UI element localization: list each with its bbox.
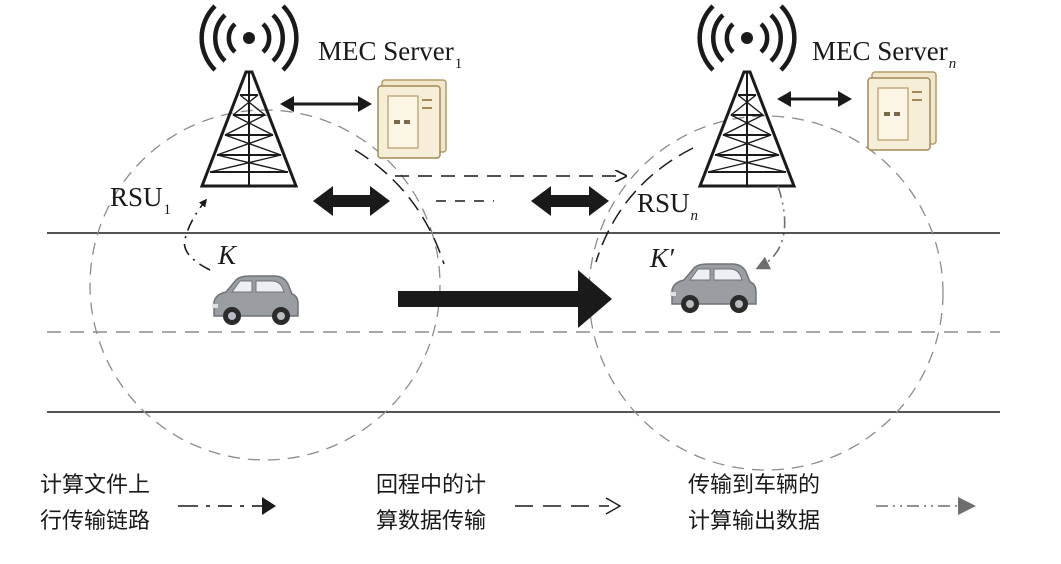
legend-download-line1: 传输到车辆的 (688, 473, 820, 498)
legend-download-swatch (876, 497, 976, 515)
upload-path-arrow (183, 198, 211, 271)
server-1-subscript: 1 (455, 56, 463, 72)
legend-upload-line1: 计算文件上 (40, 473, 150, 498)
legend: 计算文件上 行传输链路 回程中的计 算数据传输 传输到车辆的 计算输出数据 (40, 473, 976, 534)
legend-backhaul-line2: 算数据传输 (376, 509, 486, 534)
legend-upload-line2: 行传输链路 (40, 509, 150, 534)
link-rsu-n-server-n (777, 91, 852, 107)
rsu-1-subscript: 1 (164, 202, 172, 218)
rsu-n-entry-curve (595, 147, 694, 263)
vehicle-k-icon (211, 275, 299, 326)
legend-download-line2: 计算输出数据 (688, 509, 820, 534)
legend-backhaul-swatch (515, 497, 622, 515)
download-path-arrow (755, 185, 786, 270)
coverage-area-rsu-1 (89, 109, 441, 461)
rsu-1-label: RSU1 (110, 182, 171, 218)
rsu-1-tower-icon (202, 6, 297, 186)
server-n-label: MEC Servern (812, 36, 956, 72)
rsu-link-right-arrow (531, 186, 609, 216)
rsu-n-label: RSUn (637, 188, 698, 224)
vehicle-k-prime-label: K′ (649, 243, 675, 273)
legend-upload-swatch (178, 497, 276, 515)
handover-curve (354, 149, 445, 265)
link-rsu-1-server-1 (280, 96, 372, 112)
rsu-link-left-arrow (313, 186, 390, 216)
vehicle-k-label: K (217, 240, 238, 270)
rsu-n-tower-icon (700, 6, 795, 186)
vehicle-k-prime-icon (669, 263, 757, 314)
rsu-n-subscript: n (691, 208, 699, 224)
mec-server-1-icon (377, 79, 447, 159)
vehicle-movement-arrow (398, 270, 612, 328)
coverage-area-rsu-n (588, 115, 944, 471)
server-1-label: MEC Server1 (318, 36, 462, 72)
legend-backhaul-line1: 回程中的计 (376, 473, 486, 498)
server-n-subscript: n (949, 56, 957, 72)
mec-server-n-icon (867, 71, 937, 151)
